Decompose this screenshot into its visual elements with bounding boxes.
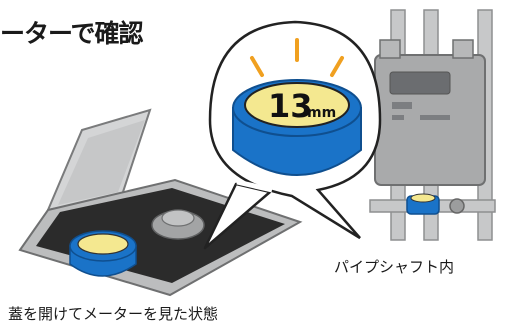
pipe-shaft [369,9,496,241]
meter-size-value: 13 [268,87,313,125]
caption-pipe-shaft: パイプシャフト内 [334,258,455,276]
caption-open-lid: 蓋を開けてメーターを見た状態 [8,305,219,323]
meter-size-unit: mm [307,105,336,121]
magnified-meter: 13 mm [232,79,362,176]
magnified-meter-face [244,82,350,128]
page-title: ーターで確認 [0,19,144,48]
pit-meter-face [77,233,129,255]
shine-marks [250,38,344,77]
